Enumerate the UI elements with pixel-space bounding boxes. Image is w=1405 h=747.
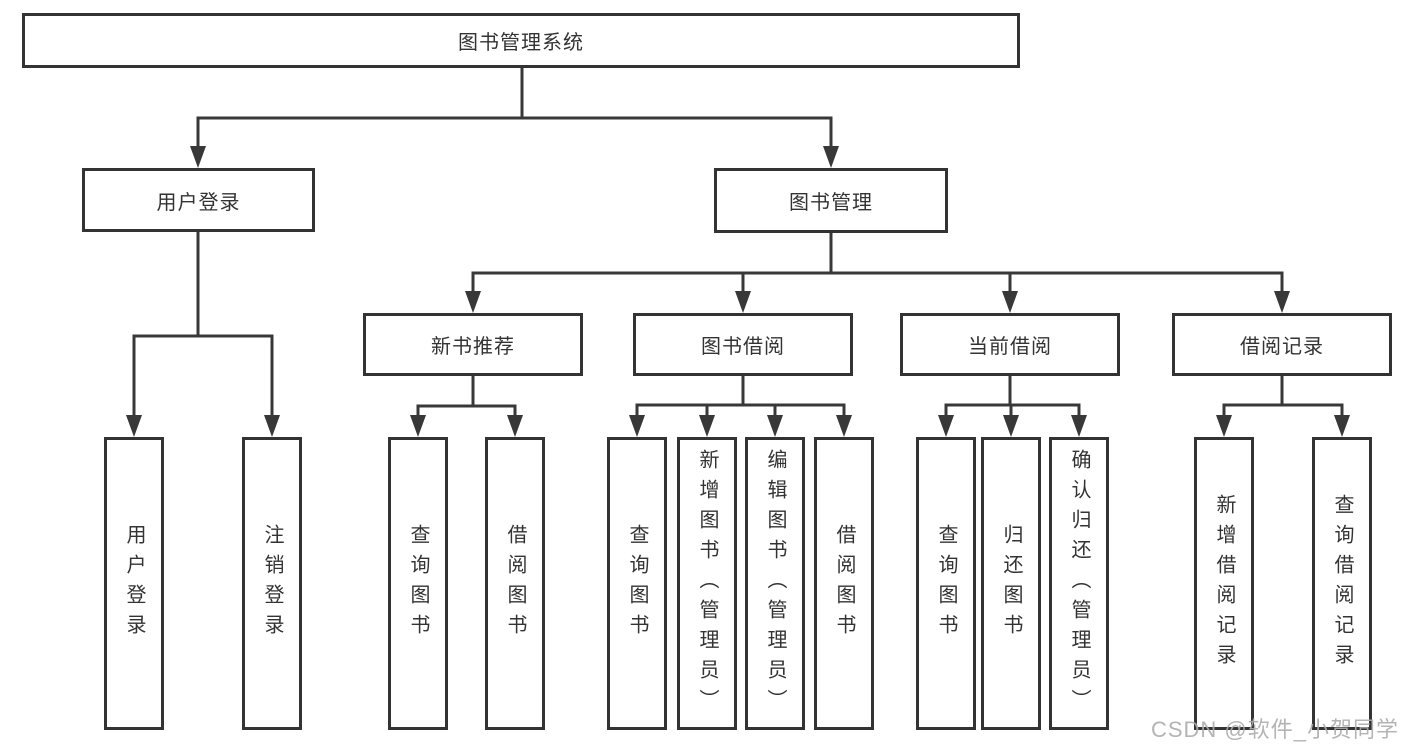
leaf-logout: 注销登录 bbox=[242, 437, 302, 730]
leaf-query-book-current-label: 查询图书 bbox=[935, 523, 957, 644]
node-new-book-recommend: 新书推荐 bbox=[363, 313, 583, 376]
node-current-borrow: 当前借阅 bbox=[900, 313, 1120, 376]
node-root-library-system: 图书管理系统 bbox=[22, 13, 1020, 68]
node-book-management: 图书管理 bbox=[714, 168, 948, 233]
leaf-return-book-label: 归还图书 bbox=[1000, 523, 1022, 644]
leaf-query-borrow-record: 查询借阅记录 bbox=[1312, 437, 1372, 730]
leaf-query-book-borrow-label: 查询图书 bbox=[626, 523, 648, 644]
leaf-add-borrow-record: 新增借阅记录 bbox=[1194, 437, 1254, 730]
leaf-borrow-book-recommend-label: 借阅图书 bbox=[504, 523, 526, 644]
leaf-query-book-current: 查询图书 bbox=[916, 437, 976, 730]
leaf-borrow-book-label: 借阅图书 bbox=[833, 523, 855, 644]
leaf-user-login-label: 用户登录 bbox=[123, 523, 145, 644]
leaf-query-book-recommend-label: 查询图书 bbox=[407, 523, 429, 644]
leaf-query-borrow-record-label: 查询借阅记录 bbox=[1331, 493, 1353, 674]
leaf-confirm-return-admin: 确认归还（管理员） bbox=[1049, 437, 1109, 730]
leaf-borrow-book: 借阅图书 bbox=[814, 437, 874, 730]
leaf-add-borrow-record-label: 新增借阅记录 bbox=[1213, 493, 1235, 674]
leaf-user-login: 用户登录 bbox=[104, 437, 164, 730]
leaf-logout-label: 注销登录 bbox=[261, 523, 283, 644]
csdn-watermark: CSDN @软件_小贺同学 bbox=[1150, 717, 1399, 742]
node-new-book-recommend-label: 新书推荐 bbox=[431, 336, 515, 358]
leaf-add-book-admin: 新增图书（管理员） bbox=[677, 437, 737, 730]
leaf-borrow-book-recommend: 借阅图书 bbox=[485, 437, 545, 730]
node-book-borrow-label: 图书借阅 bbox=[701, 336, 785, 358]
leaf-confirm-return-admin-label: 确认归还（管理员） bbox=[1068, 448, 1090, 719]
leaf-query-book-borrow: 查询图书 bbox=[607, 437, 667, 730]
leaf-return-book: 归还图书 bbox=[981, 437, 1041, 730]
leaf-query-book-recommend: 查询图书 bbox=[388, 437, 448, 730]
leaf-edit-book-admin-label: 编辑图书（管理员） bbox=[764, 448, 786, 719]
node-book-management-label: 图书管理 bbox=[789, 192, 873, 214]
node-root-label: 图书管理系统 bbox=[458, 32, 584, 54]
node-borrow-record: 借阅记录 bbox=[1172, 313, 1392, 376]
leaf-edit-book-admin: 编辑图书（管理员） bbox=[745, 437, 805, 730]
node-user-login: 用户登录 bbox=[82, 168, 315, 232]
node-user-login-label: 用户登录 bbox=[156, 191, 241, 214]
node-book-borrow: 图书借阅 bbox=[633, 313, 853, 376]
node-current-borrow-label: 当前借阅 bbox=[968, 336, 1052, 358]
node-borrow-record-label: 借阅记录 bbox=[1240, 336, 1324, 358]
leaf-add-book-admin-label: 新增图书（管理员） bbox=[696, 448, 718, 719]
